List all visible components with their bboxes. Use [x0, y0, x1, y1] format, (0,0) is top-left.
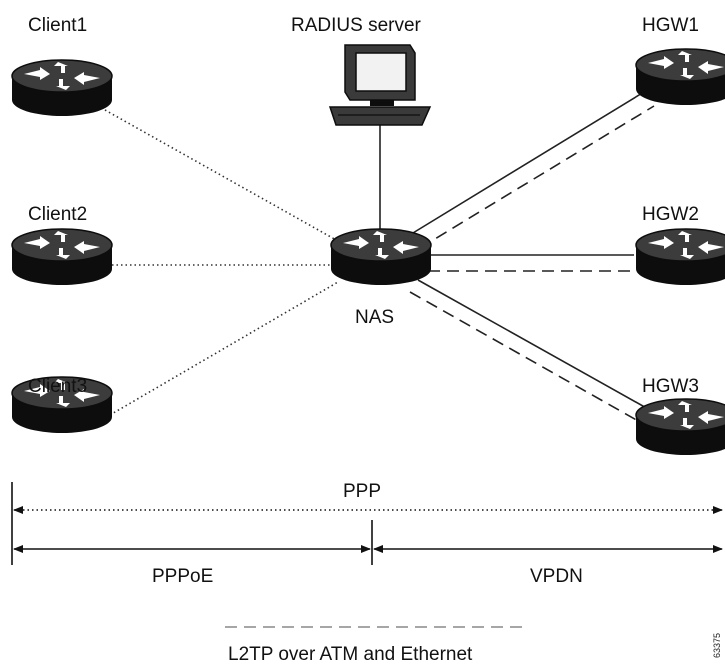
- ppp-label: PPP: [343, 481, 381, 502]
- client1-nas-link: [104, 109, 346, 246]
- workstation-icon: [328, 44, 432, 126]
- nas-hgw1-link: [407, 91, 645, 237]
- hgw1-label: HGW1: [642, 15, 699, 36]
- vpdn-label: VPDN: [530, 566, 583, 587]
- nas-router-icon: [330, 228, 432, 286]
- client2-router-icon: [11, 228, 113, 286]
- client3-label: Client3: [28, 376, 87, 397]
- span-indicators: PPP PPPoE VPDN: [11, 481, 723, 587]
- client1-router-icon: [11, 59, 113, 117]
- nas-hgw3-link: [417, 279, 651, 411]
- hgw3-router-icon: [635, 398, 725, 456]
- hgw1-router-icon: [635, 48, 725, 106]
- nas-hgw3-l2tp-tunnel: [409, 291, 641, 423]
- nas-label: NAS: [355, 307, 394, 328]
- radius-server-label: RADIUS server: [291, 15, 422, 36]
- figure-id: 63375: [712, 633, 722, 658]
- hgw2-label: HGW2: [642, 204, 699, 225]
- pppoe-label: PPPoE: [152, 566, 213, 587]
- nas-hgw1-l2tp-tunnel: [419, 105, 655, 249]
- hgw2-router-icon: [635, 228, 725, 286]
- client2-label: Client2: [28, 204, 87, 225]
- l2tp-legend-label: L2TP over ATM and Ethernet: [228, 644, 473, 664]
- client1-label: Client1: [28, 15, 87, 36]
- legend: L2TP over ATM and Ethernet: [225, 626, 525, 664]
- client3-nas-link: [109, 281, 339, 416]
- hgw3-label: HGW3: [642, 376, 699, 397]
- connection-lines: [104, 91, 655, 423]
